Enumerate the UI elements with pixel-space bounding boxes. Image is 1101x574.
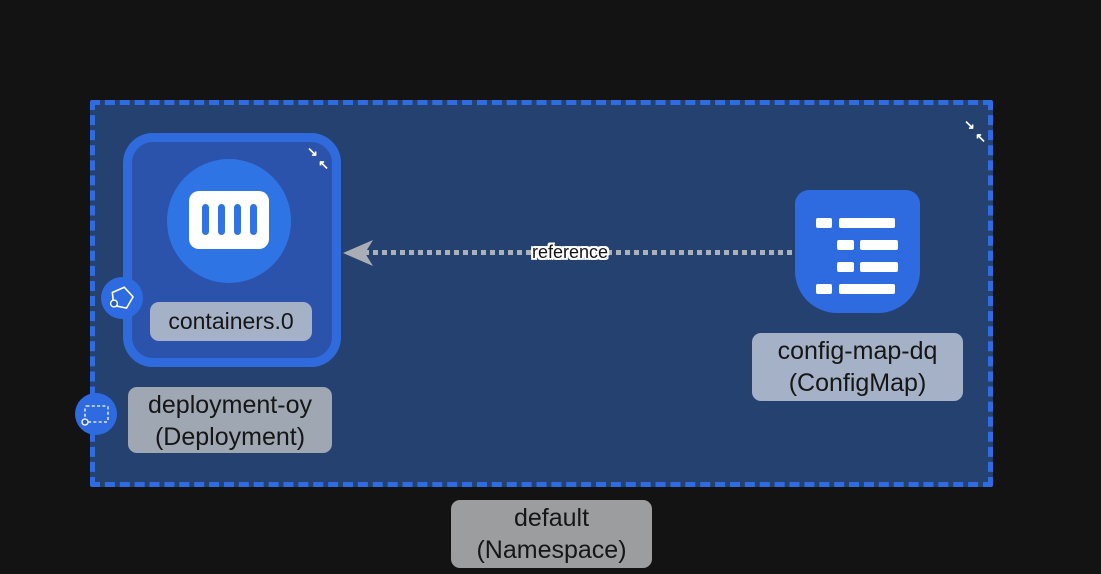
namespace-name: default — [513, 504, 590, 532]
reference-edge-line — [364, 250, 795, 255]
pod-pentagon-badge[interactable] — [101, 277, 143, 319]
configmap-icon-line — [816, 284, 832, 294]
configmap-kind: (ConfigMap) — [788, 369, 927, 397]
configmap-icon-line — [839, 284, 895, 294]
arrowhead-left-icon — [343, 240, 373, 266]
container-bar — [217, 204, 225, 235]
configmap-name: config-map-dq — [777, 337, 938, 365]
pentagon-icon — [109, 286, 134, 309]
reference-edge-label: reference — [531, 242, 609, 262]
deployment-name: deployment-oy — [148, 391, 312, 419]
configmap-icon-line — [837, 240, 854, 250]
container-bar — [249, 204, 257, 235]
arrow-se-icon: ↘ — [964, 117, 975, 132]
deployment-label: deployment-oy (Deployment) — [128, 387, 332, 453]
arrow-nw-icon: ↖ — [975, 130, 986, 145]
namespace-label: default (Namespace) — [451, 500, 652, 568]
deployment-badge[interactable] — [75, 393, 117, 435]
arrow-se-icon: ↘ — [307, 144, 318, 159]
configmap-icon-line — [860, 240, 898, 250]
deployment-kind: (Deployment) — [154, 423, 306, 451]
collapse-icon[interactable]: ↘ ↖ — [306, 144, 330, 172]
container-bar — [201, 204, 209, 235]
namespace-kind: (Namespace) — [476, 536, 627, 564]
collapse-icon[interactable]: ↘ ↖ — [963, 117, 987, 145]
configmap-icon-line — [837, 262, 854, 272]
container-label-text: containers.0 — [168, 308, 294, 334]
configmap-label: config-map-dq (ConfigMap) — [752, 333, 963, 401]
configmap-icon-line — [860, 262, 898, 272]
container-icon — [189, 191, 269, 249]
configmap-icon-line — [816, 218, 832, 228]
configmap-node[interactable] — [795, 190, 920, 313]
configmap-icon-line — [839, 218, 895, 228]
arrow-nw-icon: ↖ — [318, 157, 329, 172]
container-label: containers.0 — [150, 302, 312, 341]
dashed-rect-icon — [81, 405, 109, 426]
container-bar — [233, 204, 241, 235]
